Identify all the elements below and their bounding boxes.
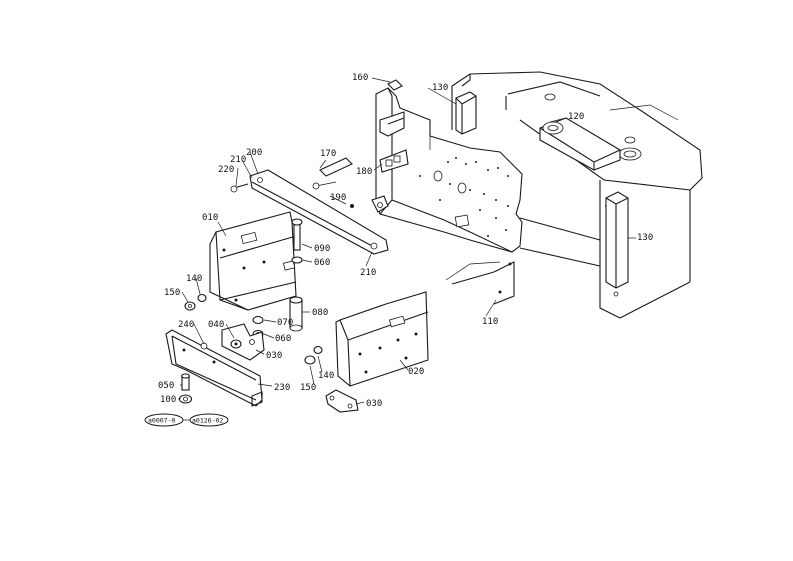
- strap-200: [230, 169, 389, 255]
- label-150-right: 150: [300, 383, 316, 393]
- upper-brackets: [312, 79, 409, 213]
- label-130-left: 130: [432, 83, 448, 93]
- reference-oval-a: [144, 413, 184, 427]
- label-040: 040: [208, 320, 224, 330]
- label-240: 240: [178, 320, 194, 330]
- label-130-right: 130: [637, 233, 653, 243]
- bracket-030-lower: [325, 389, 359, 413]
- label-190: 190: [330, 193, 346, 203]
- label-020: 020: [408, 367, 424, 377]
- part-labels: 160 130 120 130 170 210 200 220 180 190 …: [158, 73, 653, 409]
- clamp-040: [221, 323, 265, 361]
- label-140-left: 140: [186, 274, 202, 284]
- label-220: 220: [218, 165, 234, 175]
- label-230: 230: [274, 383, 290, 393]
- label-090: 090: [314, 244, 330, 254]
- label-100: 100: [160, 395, 176, 405]
- label-140-right: 140: [318, 371, 334, 381]
- reference-oval-b: [189, 413, 229, 427]
- reference-tags: a0007-0 a0126-02: [144, 413, 229, 427]
- reference-tag-b: a0126-02: [192, 417, 223, 425]
- label-060-top: 060: [314, 258, 330, 268]
- label-030-top: 030: [266, 351, 282, 361]
- washer-140-150-left: [184, 293, 207, 311]
- label-080: 080: [312, 308, 328, 318]
- label-200: 200: [246, 148, 262, 158]
- label-210-bottom: 210: [360, 268, 376, 278]
- main-frame-panel: [375, 87, 523, 305]
- engine-block: [451, 71, 703, 319]
- bracket-010: [209, 211, 297, 311]
- bolt-050-washer-100: [178, 373, 193, 404]
- spacer-080: [289, 296, 303, 332]
- label-070: 070: [277, 318, 293, 328]
- label-120: 120: [568, 112, 584, 122]
- frame-panel-holes: [419, 157, 509, 237]
- label-010: 010: [202, 213, 218, 223]
- label-060-bottom: 060: [275, 334, 291, 344]
- leader-lines: [178, 77, 636, 421]
- label-180: 180: [356, 167, 372, 177]
- label-030-bottom: 030: [366, 399, 382, 409]
- label-210-top: 210: [230, 155, 246, 165]
- bracket-020: [335, 291, 429, 387]
- reference-tag-a: a0007-0: [148, 417, 175, 425]
- label-110: 110: [482, 317, 498, 327]
- label-160: 160: [352, 73, 368, 83]
- label-150-left: 150: [164, 288, 180, 298]
- bolt-090: [291, 218, 303, 264]
- washer-140-150-right: [304, 345, 323, 365]
- label-170: 170: [320, 149, 336, 159]
- plate-230: [165, 329, 263, 407]
- label-050: 050: [158, 381, 174, 391]
